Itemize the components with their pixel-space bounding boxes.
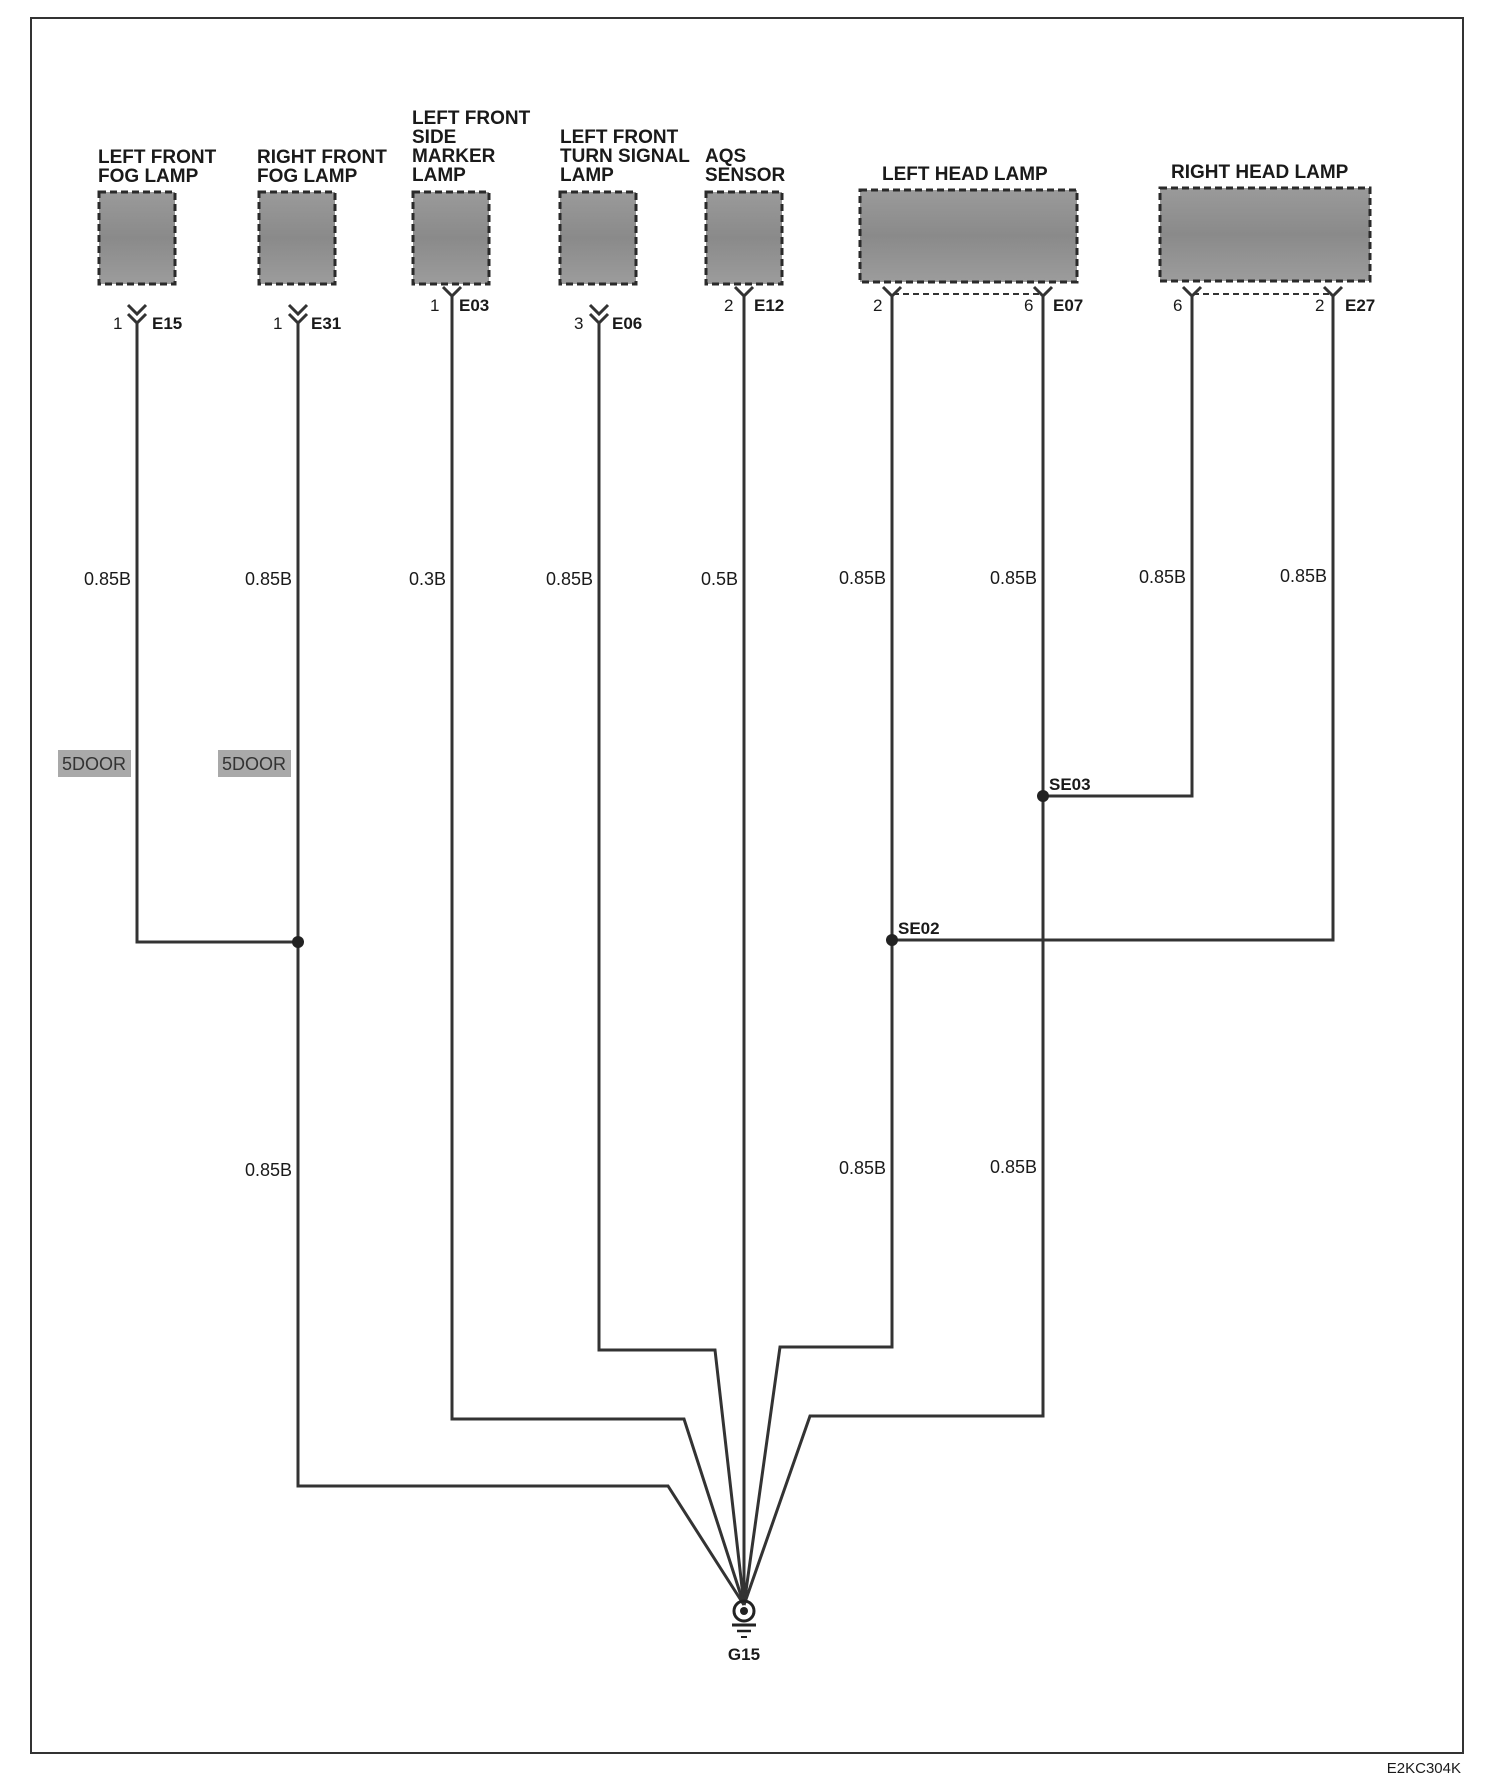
e07-pin-right: 6 <box>1024 296 1033 315</box>
e06-connector-symbol <box>588 303 610 326</box>
wire-label-left-head-pin2: 0.85B <box>839 568 886 588</box>
right-front-fog-lamp-label: RIGHT FRONT FOG LAMP <box>257 147 392 187</box>
e07-connector-id: E07 <box>1053 296 1083 315</box>
e06-pin-number: 3 <box>574 314 583 333</box>
se02-splice-dot <box>886 934 898 946</box>
wire-right-head-pin6 <box>1043 296 1194 798</box>
wire-label-se02-lower: 0.85B <box>839 1158 886 1178</box>
e03-pin-number: 1 <box>430 296 439 315</box>
e31-connector-symbol <box>287 303 309 326</box>
se03-splice-dot <box>1037 790 1049 802</box>
wire-se02-to-ground <box>742 296 894 1606</box>
e06-connector-id: E06 <box>612 314 642 333</box>
wire-label-right-head-pin2: 0.85B <box>1280 566 1327 586</box>
e03-connector-symbol <box>441 285 463 299</box>
left-front-side-marker-lamp-label: LEFT FRONT SIDE MARKER LAMP <box>412 108 535 186</box>
e12-connector-symbol <box>733 285 755 299</box>
aqs-sensor-label: AQS SENSOR <box>705 146 786 186</box>
fog-splice-dot <box>292 936 304 948</box>
ground-label: G15 <box>728 1645 760 1664</box>
wire-se03-to-ground <box>742 296 1045 1606</box>
e27-pin-right: 2 <box>1315 296 1324 315</box>
left-head-lamp-label: LEFT HEAD LAMP <box>882 164 1048 185</box>
diagram-border <box>30 17 1464 1754</box>
wire-label-left-head-pin6: 0.85B <box>990 568 1037 588</box>
wire-label-turn-signal: 0.85B <box>546 569 593 589</box>
right-head-lamp-box <box>1158 186 1372 283</box>
wire-label-aqs: 0.5B <box>701 569 738 589</box>
e27-pin-left: 6 <box>1173 296 1182 315</box>
e03-connector-id: E03 <box>459 296 489 315</box>
wire-right-head-pin2 <box>892 296 1335 942</box>
left-front-side-marker-lamp-box <box>411 190 491 286</box>
left-front-turn-signal-lamp-box <box>558 190 638 286</box>
left-front-fog-lamp-label: LEFT FRONT FOG LAMP <box>98 147 221 187</box>
wire-turn-signal-to-ground <box>597 323 746 1606</box>
wire-label-right-head-pin6: 0.85B <box>1139 567 1186 587</box>
e12-pin-number: 2 <box>724 296 733 315</box>
se03-splice-label: SE03 <box>1049 775 1091 794</box>
wire-label-left-fog: 0.85B <box>84 569 131 589</box>
wire-label-se03-lower: 0.85B <box>990 1157 1037 1177</box>
right-front-fog-lamp-box <box>257 190 337 286</box>
se02-splice-label: SE02 <box>898 919 940 938</box>
right-fog-option-badge <box>218 750 291 777</box>
left-front-turn-signal-lamp-label: LEFT FRONT TURN SIGNAL LAMP <box>560 127 695 186</box>
ground-icon <box>732 1599 756 1638</box>
wire-side-marker-to-ground <box>450 296 746 1606</box>
e15-connector-symbol <box>126 303 148 326</box>
wire-label-right-fog: 0.85B <box>245 569 292 589</box>
right-fog-option-label: 5DOOR <box>222 754 286 774</box>
wire-right-fog-to-ground <box>296 323 746 1606</box>
figure-code: E2KC304K <box>1387 1760 1461 1777</box>
e15-pin-number: 1 <box>113 314 122 333</box>
left-fog-option-badge <box>58 750 131 777</box>
right-head-lamp-label: RIGHT HEAD LAMP <box>1171 162 1349 183</box>
wire-label-side-marker: 0.3B <box>409 569 446 589</box>
left-front-fog-lamp-box <box>97 190 177 286</box>
e12-connector-id: E12 <box>754 296 784 315</box>
wire-label-fog-lower: 0.85B <box>245 1160 292 1180</box>
aqs-sensor-box <box>704 190 784 286</box>
e07-pin-left: 2 <box>873 296 882 315</box>
left-fog-option-label: 5DOOR <box>62 754 126 774</box>
e31-connector-id: E31 <box>311 314 341 333</box>
e27-connector-id: E27 <box>1345 296 1375 315</box>
e31-pin-number: 1 <box>273 314 282 333</box>
wire-left-fog <box>135 323 298 944</box>
left-head-lamp-box <box>858 188 1079 284</box>
e15-connector-id: E15 <box>152 314 182 333</box>
